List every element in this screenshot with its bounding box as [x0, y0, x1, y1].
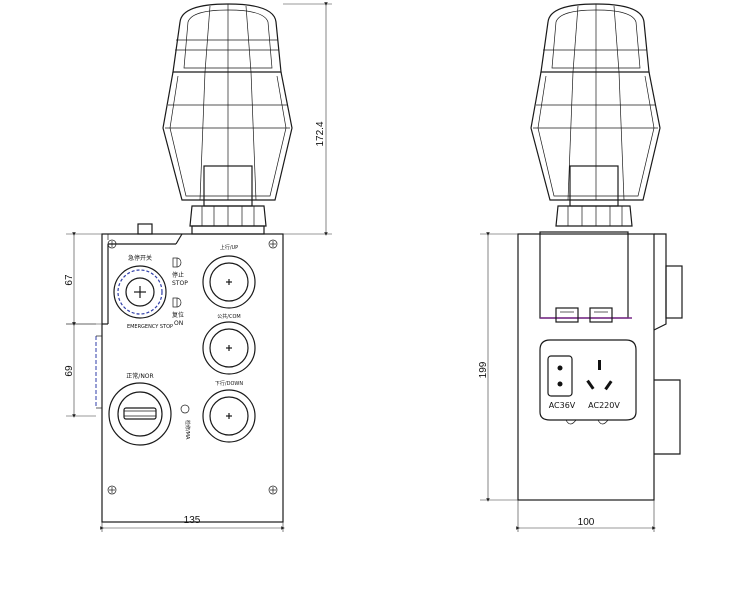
- reset-indicator: 复位 ON: [172, 297, 184, 327]
- side-bracket: [95, 233, 183, 409]
- side-body: [517, 233, 655, 501]
- dim-100-text: 100: [578, 517, 595, 528]
- dim-135-text: 135: [184, 515, 201, 526]
- stop-indicator: 停止 STOP: [172, 257, 188, 287]
- ac220-label: AC220V: [588, 401, 620, 410]
- ac36-label: AC36V: [549, 401, 576, 410]
- dimension-135: 135: [100, 515, 285, 532]
- mode-side-label: 检修/MA: [184, 420, 191, 440]
- mode-selector-switch[interactable]: 正常/NOR 检修/MA: [108, 372, 191, 446]
- warning-lamp-cage: [162, 3, 293, 201]
- common-label: 公共/COM: [217, 313, 240, 320]
- emergency-stop-label: EMERGENCY STOP: [127, 324, 173, 330]
- control-box-body: [101, 233, 284, 523]
- up-label: 上行/UP: [220, 244, 238, 251]
- up-button[interactable]: 上行/UP: [202, 244, 256, 309]
- nor-label: 正常/NOR: [126, 372, 153, 380]
- emergency-stop-button[interactable]: 急停开关 EMERGENCY STOP: [113, 254, 173, 330]
- dimension-199: 199: [478, 232, 518, 502]
- side-lamp-cage: [530, 3, 661, 201]
- dim-199-text: 199: [478, 361, 489, 378]
- dimension-172-4: 172.4: [283, 2, 332, 236]
- stop-en-label: STOP: [172, 280, 188, 287]
- ac220-socket-icon: [586, 360, 613, 391]
- down-button[interactable]: 下行/DOWN: [202, 380, 256, 443]
- emergency-title: 急停开关: [128, 254, 152, 262]
- down-label: 下行/DOWN: [215, 380, 243, 387]
- socket-panel: AC36V AC220V: [539, 339, 637, 425]
- reset-cn-label: 复位: [172, 311, 184, 319]
- dimension-100: 100: [516, 500, 656, 532]
- front-view: 急停开关 EMERGENCY STOP 停止 STOP 复位 ON 上行/UP: [64, 2, 332, 532]
- dimension-69: 69: [64, 322, 96, 418]
- side-lamp-base: [555, 165, 633, 227]
- screw-icon: [107, 239, 278, 495]
- dim-172-4-text: 172.4: [315, 121, 326, 146]
- dimension-67: 67: [64, 232, 102, 326]
- side-knob-upper: [665, 265, 683, 319]
- reset-en-label: ON: [174, 320, 183, 327]
- dim-67-text: 67: [64, 274, 75, 286]
- side-view: AC36V AC220V 199 100: [478, 3, 683, 532]
- common-button[interactable]: 公共/COM: [202, 313, 256, 375]
- stop-cn-label: 停止: [172, 271, 184, 279]
- dim-69-text: 69: [64, 365, 75, 377]
